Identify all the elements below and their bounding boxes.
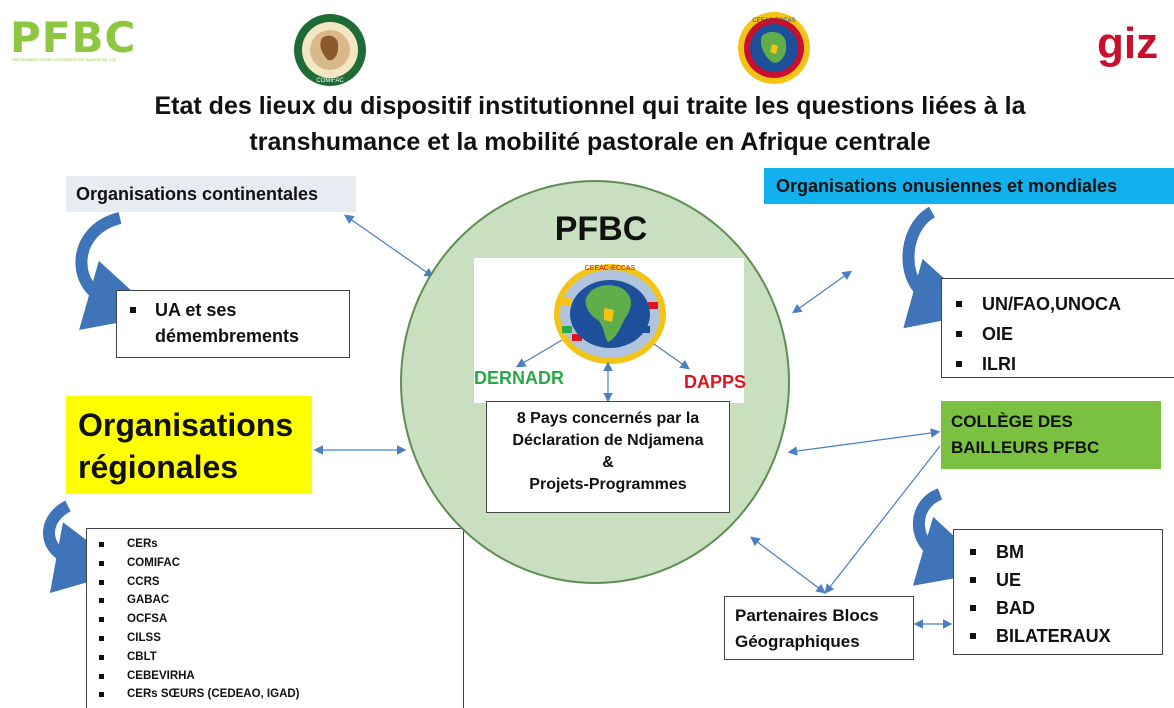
partenaires-box: Partenaires Blocs Géographiques	[724, 596, 914, 660]
onu-item: ILRI	[956, 349, 1174, 379]
bailleur-item: UE	[970, 566, 1162, 594]
pays-line4: Projets-Programmes	[529, 476, 687, 493]
bailleurs-list: BM UE BAD BILATERAUX	[954, 538, 1162, 650]
pfbc-logo-tagline: PARTENARIAT POUR LES FORETS DU BASSIN DU…	[12, 57, 116, 62]
partenaires-line2: Géographiques	[735, 632, 860, 651]
pfbc-logo: PFBC	[10, 13, 137, 62]
comifac-seal-logo: COMIFAC	[294, 14, 366, 86]
continental-list: UA et ses démembrements	[117, 297, 349, 349]
onu-list: UN/FAO,UNOCA OIE ILRI	[942, 289, 1174, 379]
onu-list-box: UN/FAO,UNOCA OIE ILRI	[941, 278, 1174, 378]
arrow-college-partenaires	[824, 445, 941, 594]
regional-item: GABAC	[99, 591, 463, 610]
regional-item: CILSS	[99, 629, 463, 648]
regional-header-line2: régionales	[78, 449, 239, 485]
ceeac-africa-emblem: CEEAC-ECCAS	[554, 264, 666, 364]
regional-item: CERs SŒURS (CEDEAO, IGAD)	[99, 685, 463, 704]
regional-list-box: CERs COMIFAC CCRS GABAC OCFSA CILSS CBLT…	[86, 528, 464, 708]
curved-arrow-continental	[75, 212, 159, 330]
onu-item: UN/FAO,UNOCA	[956, 289, 1174, 319]
page-title-line1: Etat des lieux du dispositif institution…	[154, 92, 1026, 120]
curved-arrow-college	[912, 488, 993, 586]
continental-header: Organisations continentales	[66, 176, 356, 212]
regional-item: COMIFAC	[99, 554, 463, 573]
college-line2: BAILLEURS PFBC	[951, 438, 1100, 457]
regional-item: CBLT	[99, 648, 463, 667]
continental-item-line2: démembrements	[155, 326, 300, 346]
college-bailleurs-header: COLLÈGE DES BAILLEURS PFBC	[941, 401, 1161, 469]
ceeac-seal-text: CEEAC-ECCAS	[752, 18, 795, 24]
regional-header: Organisations régionales	[66, 396, 312, 494]
arrow-continental-pfbc	[344, 214, 434, 278]
bailleur-item: BAD	[970, 594, 1162, 622]
comifac-seal-text: COMIFAC	[316, 78, 344, 84]
regional-list: CERs COMIFAC CCRS GABAC OCFSA CILSS CBLT…	[87, 535, 463, 704]
arrow-pfbc-partenaires	[750, 536, 826, 594]
pfbc-center-title: PFBC	[554, 210, 648, 248]
bailleur-item: BM	[970, 538, 1162, 566]
page-title: Etat des lieux du dispositif institution…	[60, 88, 1120, 160]
regional-header-line1: Organisations	[78, 407, 294, 443]
dapps-label: DAPPS	[684, 372, 747, 392]
center-inner-arrows	[515, 339, 690, 403]
continental-item-ua: UA et ses démembrements	[130, 297, 349, 349]
giz-logo: giz	[1097, 19, 1159, 68]
pays-line3: &	[602, 454, 614, 471]
bailleur-item: BILATERAUX	[970, 622, 1162, 650]
onu-header: Organisations onusiennes et mondiales	[764, 168, 1174, 204]
continental-item-line1: UA et ses	[155, 300, 237, 320]
page-title-line2: transhumance et la mobilité pastorale en…	[249, 128, 931, 156]
continental-list-box: UA et ses démembrements	[116, 290, 350, 358]
bailleurs-list-box: BM UE BAD BILATERAUX	[953, 529, 1163, 655]
pays-box: 8 Pays concernés par la Déclaration de N…	[486, 401, 730, 513]
arrow-onu-pfbc	[792, 270, 852, 314]
regional-item: OCFSA	[99, 610, 463, 629]
college-line1: COLLÈGE DES	[951, 412, 1073, 431]
curved-arrow-onu	[902, 206, 983, 329]
partenaires-line1: Partenaires Blocs	[735, 606, 879, 625]
pays-line2: Déclaration de Ndjamena	[512, 432, 704, 449]
curved-arrow-regional	[43, 500, 128, 594]
arrow-college-pfbc	[787, 428, 941, 456]
pays-line1: 8 Pays concernés par la	[516, 410, 700, 427]
regional-item: CEBEVIRHA	[99, 667, 463, 686]
regional-item: CERs	[99, 535, 463, 554]
ceeac-emblem-ring-text: CEEAC-ECCAS	[585, 265, 636, 272]
onu-item: OIE	[956, 319, 1174, 349]
ceeac-seal-logo: CEEAC-ECCAS	[738, 12, 810, 84]
dernadr-label: DERNADR	[474, 368, 564, 388]
regional-item: CCRS	[99, 573, 463, 592]
